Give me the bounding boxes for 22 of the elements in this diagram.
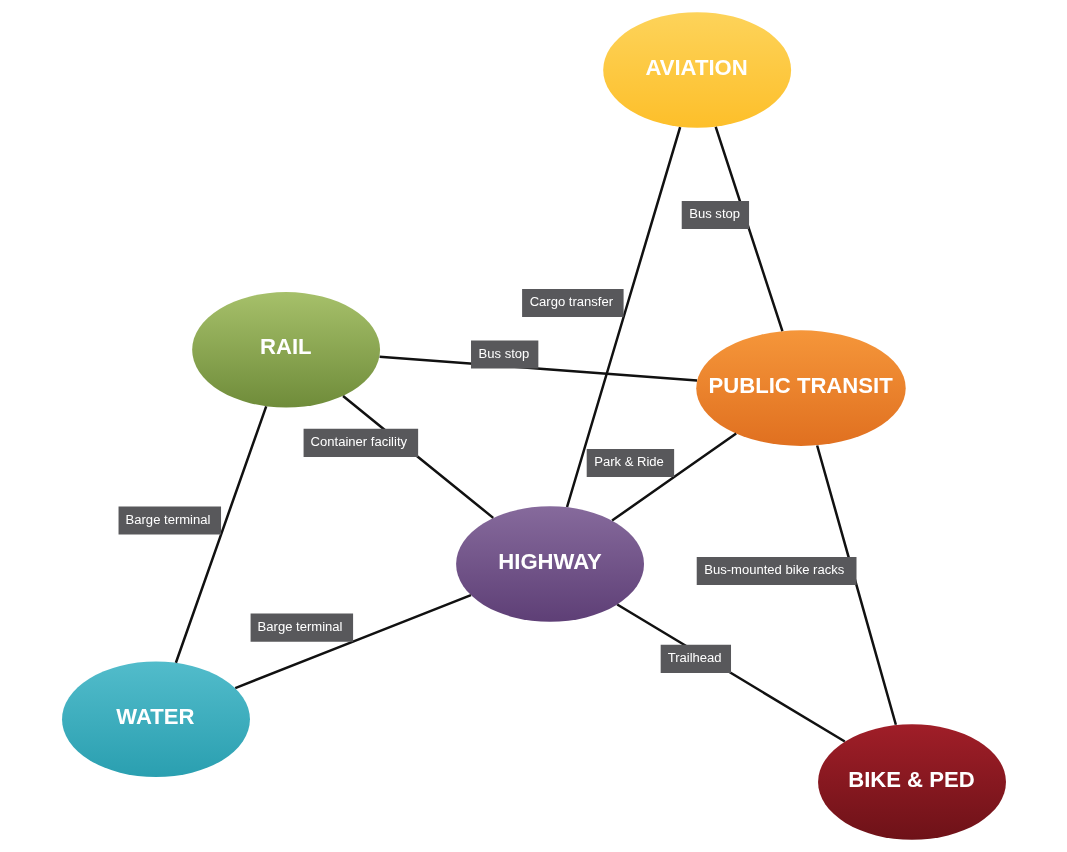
edge-label: Barge terminal [125,511,210,527]
node-ellipse: PUBLIC TRANSIT [695,330,906,446]
edge-label: Trailhead [667,650,722,666]
edge-label: Container facility [310,434,407,450]
edge-label: Park & Ride [593,454,664,470]
connector [714,126,784,332]
connector [610,432,737,522]
connector [565,126,681,508]
edge-label: Bus stop [478,345,529,361]
edge-label: Barge terminal [257,618,342,634]
connector [174,405,267,664]
node-ellipse: HIGHWAY [455,506,644,622]
node-ellipse: WATER [61,661,250,778]
connector [234,594,471,690]
edge-label: Bus stop [688,206,740,222]
node-ellipse: RAIL [191,292,380,408]
edge-label: Bus-mounted bike racks [703,562,844,578]
connector [815,445,897,726]
edge-label: Cargo transfer [529,294,613,310]
connector [616,603,845,743]
node-ellipse: AVIATION [602,12,791,128]
node-ellipse: BIKE & PED [817,724,1006,840]
